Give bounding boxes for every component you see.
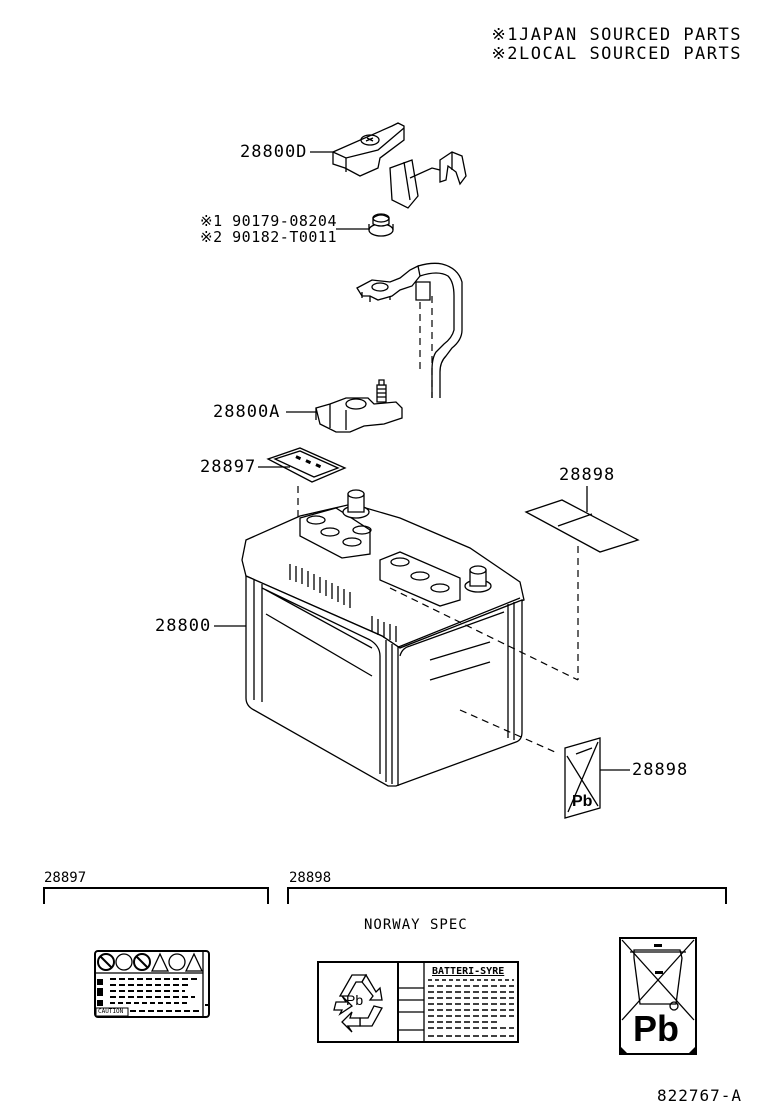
battery-drawing[interactable] xyxy=(241,489,525,787)
norway-label-title: BATTERI-SYRE xyxy=(432,966,505,977)
callout-28898-side[interactable]: 28898 xyxy=(632,760,689,780)
top-label-drawing[interactable] xyxy=(524,499,640,553)
recycle-pb-text: Pb xyxy=(346,992,364,1008)
caution-label-drawing[interactable] xyxy=(266,447,347,483)
nut-drawing[interactable] xyxy=(368,213,394,237)
caution-label-detail[interactable] xyxy=(94,950,210,1018)
legend-item-local: ※2LOCAL SOURCED PARTS xyxy=(491,44,742,64)
callout-28897[interactable]: 28897 xyxy=(200,457,257,477)
callout-28800[interactable]: 28800 xyxy=(155,616,212,636)
detail-heading-28898: 28898 xyxy=(289,870,332,886)
side-label-drawing[interactable]: Pb xyxy=(564,737,601,819)
disposal-symbol-detail[interactable] xyxy=(619,937,697,1055)
caution-label-footer: CAUTION xyxy=(98,1008,124,1015)
detail-heading-28897: 28897 xyxy=(44,870,87,886)
battery-cable-drawing[interactable] xyxy=(356,262,463,398)
legend-item-japan: ※1JAPAN SOURCED PARTS xyxy=(491,25,742,45)
callout-28898-top[interactable]: 28898 xyxy=(559,465,616,485)
callout-nut-local[interactable]: ※2 90182-T0011 xyxy=(200,228,337,246)
callout-28800A[interactable]: 28800A xyxy=(213,402,281,422)
callout-28800D[interactable]: 28800D xyxy=(240,142,308,162)
norway-spec-heading: NORWAY SPEC xyxy=(364,917,468,933)
bracket-28898 xyxy=(287,887,727,904)
bracket-28897 xyxy=(43,887,269,904)
terminal-cover-drawing[interactable] xyxy=(332,122,467,209)
figure-id: 822767-A xyxy=(656,1086,742,1105)
terminal-clamp-drawing[interactable] xyxy=(315,379,403,433)
legend: ※1JAPAN SOURCED PARTS ※2LOCAL SOURCED PA… xyxy=(492,26,742,64)
side-label-pb-glyph: Pb xyxy=(572,793,593,810)
callout-nut-japan[interactable]: ※1 90179-08204 xyxy=(200,212,337,230)
disposal-pb-text: Pb xyxy=(633,1008,680,1049)
norway-spec-label-detail[interactable] xyxy=(317,961,519,1043)
